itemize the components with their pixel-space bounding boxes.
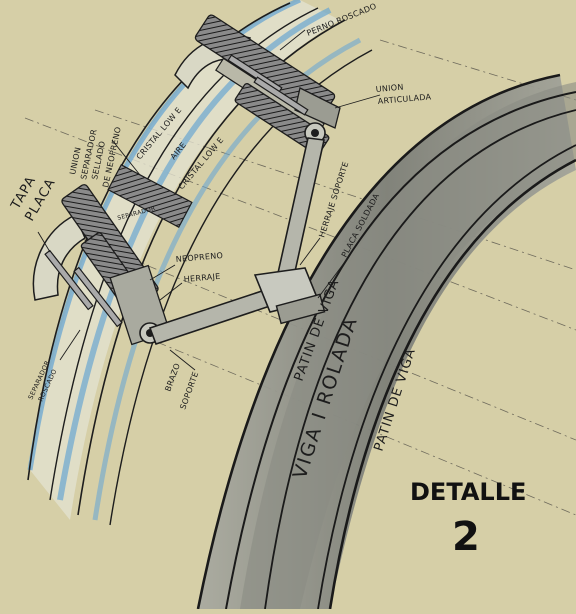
label-brazo-soporte-1: BRAZO [163, 362, 182, 393]
title-line-2: 2 [452, 514, 480, 560]
label-union-articulada-1: UNION [375, 83, 404, 94]
leader-lines [37, 29, 381, 371]
label-herraje: HERRAJE [183, 272, 221, 284]
rolled-i-beam [196, 73, 576, 610]
top-fitting [174, 14, 341, 155]
detail-title: DETALLE 2 [410, 478, 526, 560]
bottom-fitting [32, 184, 171, 346]
label-brazo-soporte-2: SOPORTE [178, 370, 200, 410]
label-union-articulada-2: ARTICULADA [377, 92, 432, 106]
label-neopreno: NEOPRENO [175, 251, 223, 264]
support-arms [148, 137, 326, 346]
separator-band [107, 164, 193, 228]
title-line-1: DETALLE [410, 478, 526, 506]
